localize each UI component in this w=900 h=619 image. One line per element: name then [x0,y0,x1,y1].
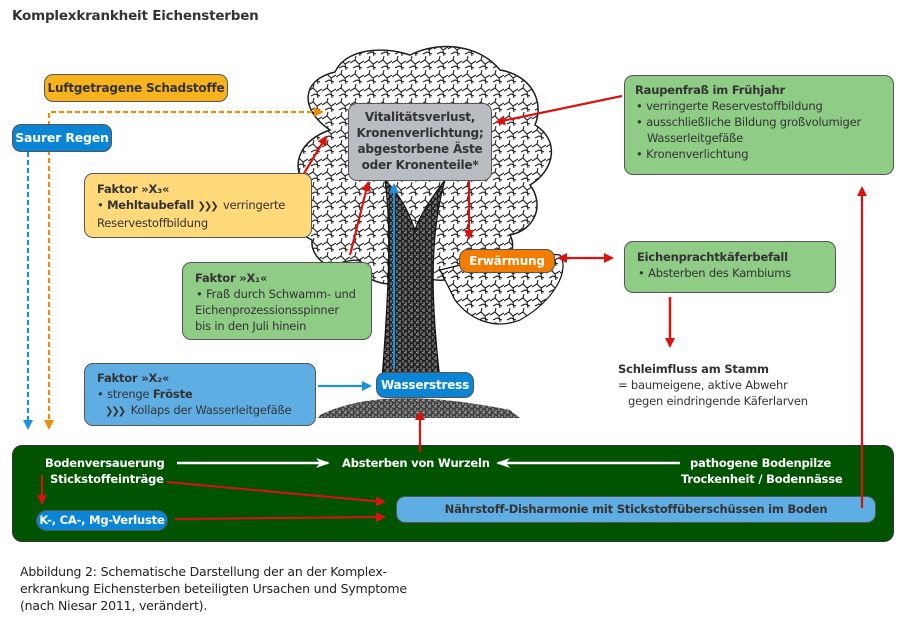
raupenfrass-heading: Raupenfraß im Frühjahr [635,83,785,97]
vitalitaet-line-1: Vitalitätsverlust, [364,110,476,124]
vitalitaet-line-2: Kronenverlichtung; [356,126,484,140]
chevrons-icon: ❯❯❯ [197,201,218,212]
caption-line-3: (nach Niesar 2011, verändert). [20,598,208,613]
faktor-x3-line-1: • Mehltaubefall ❯❯❯ verringerte [97,198,286,212]
eichenpracht-heading: Eichenprachtkäferbefall [637,250,788,264]
schleimfluss-line-2: gegen eindringende Käferlarven [628,394,808,408]
stickstoffeintraege-label: Stickstoffeinträge [50,472,164,486]
wasserstress-label: Wasserstress [380,378,470,392]
schleimfluss-text: Schleimfluss am Stamm = baumeigene, akti… [618,361,858,409]
faktor-x2-box: Faktor »X₂« • strenge Fröste ❯❯❯ Kollaps… [84,363,316,426]
faktor-x3-box: Faktor »X₃« • Mehltaubefall ❯❯❯ verringe… [84,173,312,238]
schleimfluss-line-1: = baumeigene, aktive Abwehr [618,378,788,392]
vitalitaet-line-4: oder Kronenteile* [361,158,479,172]
vitalitaet-box: Vitalitätsverlust, Kronenverlichtung; ab… [348,103,492,181]
tree-trunk [381,178,446,381]
tree-ground [318,398,520,418]
arrow-x3-to-crown [299,135,328,181]
faktor-x1-line-2: Eichenprozessionsspinner [195,303,339,317]
raupenfrass-item: • Kronenverlichtung [636,147,749,161]
faktor-x1-line-1: • Fraß durch Schwamm- und [196,287,356,301]
schleimfluss-heading: Schleimfluss am Stamm [618,362,769,376]
naehrstoff-box: Nährstoff-Disharmonie mit Stickstoffüber… [396,496,876,523]
arrow-stickstoff-to-naehrstoff [166,481,386,507]
faktor-x2-line-2: ❯❯❯ Kollaps der Wasserleitgefäße [105,403,292,417]
raupenfrass-item: • verringerte Reservestoffbildung [636,99,823,113]
faktor-x3-line-2: Reservestoffbildung [97,216,208,230]
absterben-wurzeln-label: Absterben von Wurzeln [342,456,490,470]
faktor-x2-heading: Faktor »X₂« [97,371,170,385]
trockenheit-label: Trockenheit / Bodennässe [681,472,843,486]
eichenpracht-box: Eichenprachtkäferbefall • Absterben des … [624,241,836,293]
faktor-x3-bold: Mehltaubefall [107,198,194,212]
faktor-x1-box: Faktor »X₁« • Fraß durch Schwamm- und Ei… [182,262,372,340]
pathogene-bodenpilze-label: pathogene Bodenpilze [690,456,832,470]
luftgetragene-schadstoffe-label: Luftgetragene Schadstoffe [47,81,225,95]
figure-caption: Abbildung 2: Schematische Darstellung de… [20,563,440,614]
faktor-x3-heading: Faktor »X₃« [97,182,170,196]
raupenfrass-box: Raupenfraß im Frühjahr • verringerte Res… [624,75,894,175]
faktor-x1-line-3: bis in den Juli hinein [195,319,307,333]
caption-line-2: erkrankung Eichensterben beteiligten Urs… [20,581,407,596]
saurer-regen-label: Saurer Regen [15,130,109,145]
arrow-raupenfrass-to-vitalitaet [495,94,623,126]
arrow-x1-to-vitalitaet [348,181,371,256]
caption-line-1: Abbildung 2: Schematische Darstellung de… [20,564,387,579]
faktor-x3-rest: verringerte [223,198,286,212]
faktor-x1-heading: Faktor »X₁« [195,271,268,285]
erwaermung-label: Erwärmung [469,254,545,268]
raupenfrass-item: • ausschließliche Bildung großvolumiger [636,115,862,129]
wasserstress-box: Wasserstress [376,372,474,398]
eichenpracht-item: • Absterben des Kambiums [638,266,792,280]
vitalitaet-line-3: abgestorbene Äste [357,142,483,156]
faktor-x2-line-1: • strenge Fröste [97,387,193,401]
verluste-box: K-, CA-, Mg-Verluste [36,510,168,531]
diagram-title: Komplexkrankheit Eichensterben [12,8,259,24]
erwaermung-box: Erwärmung [459,249,555,273]
saurer-regen-box: Saurer Regen [12,124,112,152]
naehrstoff-label: Nährstoff-Disharmonie mit Stickstoffüber… [444,502,828,516]
verluste-label: K-, CA-, Mg-Verluste [39,513,165,527]
chevrons-icon: ❯❯❯ [105,406,126,417]
luftgetragene-schadstoffe-box: Luftgetragene Schadstoffe [44,74,228,102]
raupenfrass-item-continued: Wasserleitgefäße [647,131,744,145]
arrow-verluste-to-naehrstoff [174,512,386,523]
bodenversauerung-label: Bodenversauerung [45,456,165,470]
